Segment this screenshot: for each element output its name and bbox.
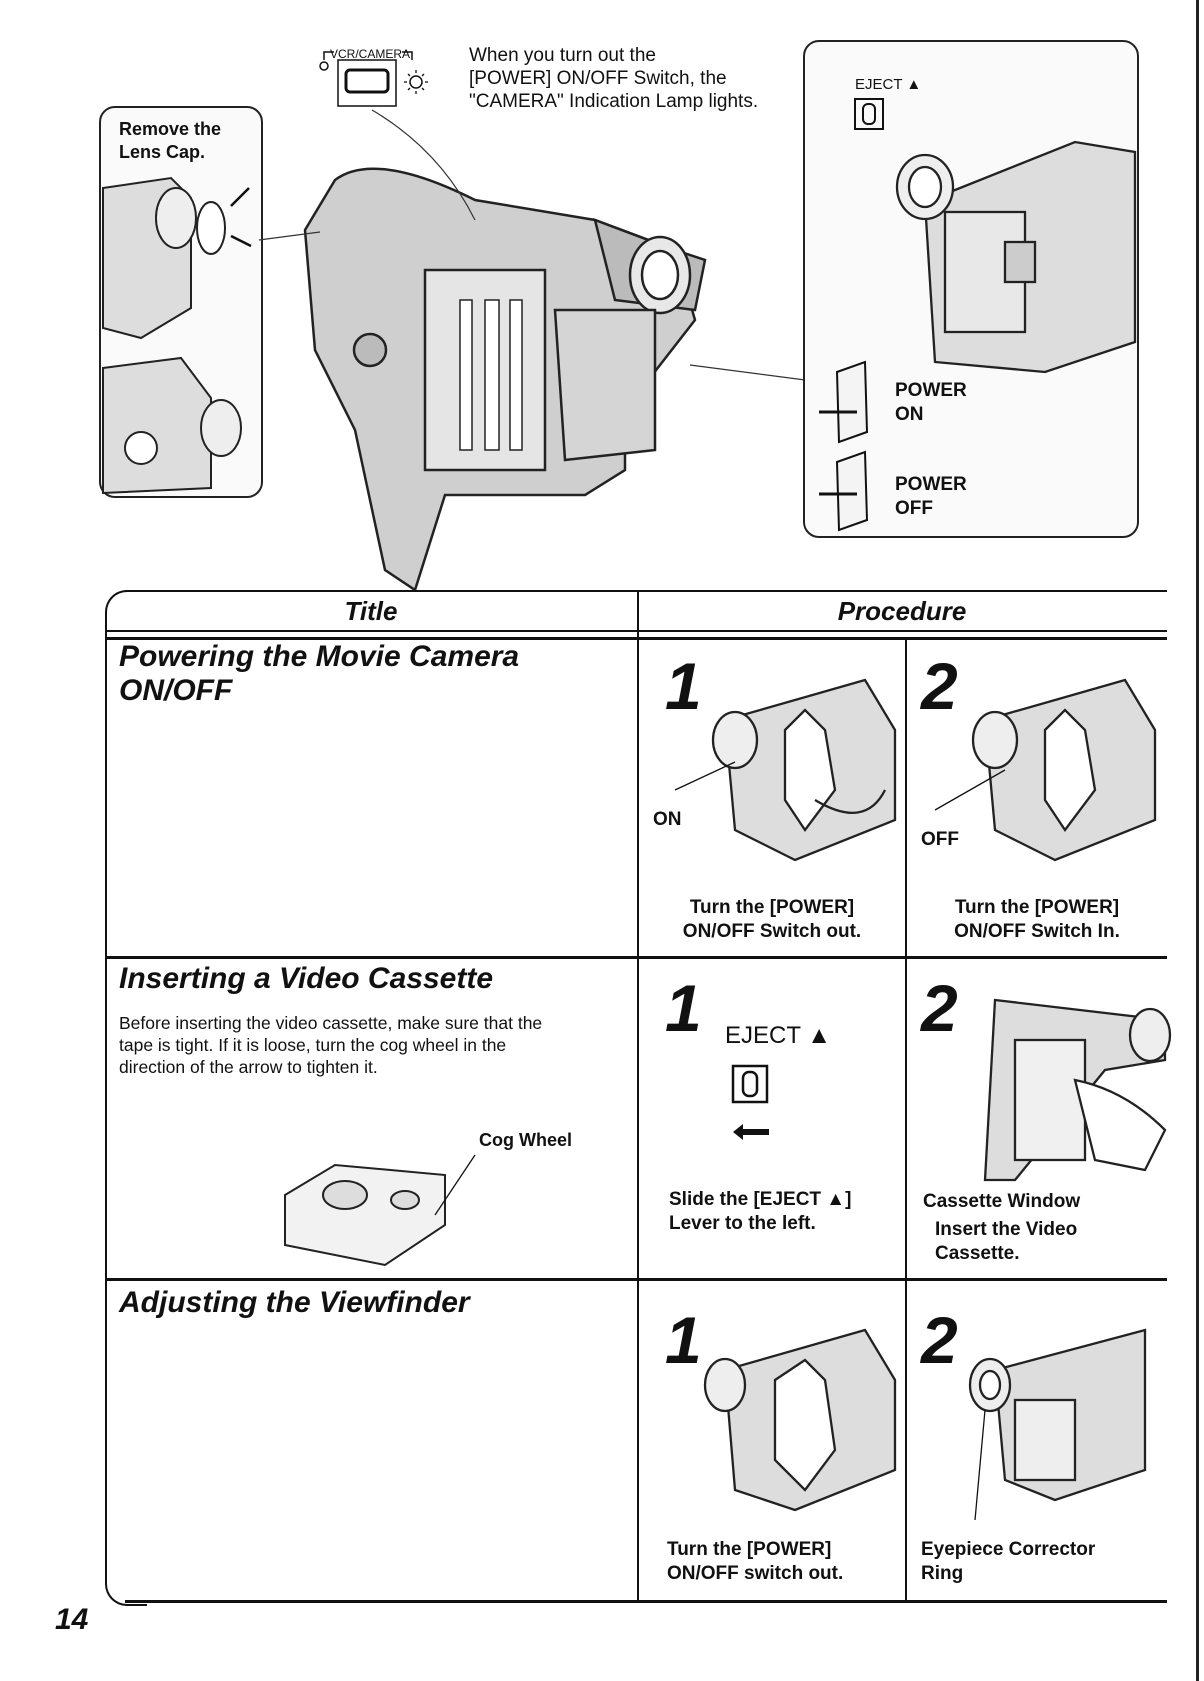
lamp-note: When you turn out the [POWER] ON/OFF Swi… [469, 45, 759, 112]
row2-description: Before inserting the video cassette, mak… [119, 1013, 543, 1077]
lens-cap-note: Remove the Lens Cap. [119, 119, 222, 162]
vcr-camera-indicator: VCR/CAMERA [316, 44, 428, 110]
row1-step1-label: ON [653, 809, 682, 830]
row2-step1-number: 1 [665, 971, 702, 1045]
row2-title: Inserting a Video Cassette [119, 962, 494, 995]
header-title: Title [344, 596, 398, 626]
row3-step1-illustration [703, 1328, 897, 1512]
row2-step2-label: Cassette Window [923, 1191, 1081, 1212]
row1-step2-number: 2 [921, 649, 958, 723]
row1-step2-caption: Turn the [POWER] ON/OFF Switch In. [954, 897, 1120, 942]
power-off-label: POWER OFF [895, 474, 967, 519]
row1-step2-illustration [934, 678, 1157, 862]
lens-cap-panel: Remove the Lens Cap. [99, 106, 263, 498]
eject-power-panel: EJECT ▲ POWER ON POWER OFF [803, 40, 1139, 538]
row2-step1-caption: Slide the [EJECT ▲] Lever to the left. [669, 1189, 852, 1234]
row2-step2-number: 2 [921, 971, 958, 1045]
row1-step1-caption: Turn the [POWER] ON/OFF Switch out. [682, 897, 862, 942]
eject-power-illustration [819, 98, 1137, 532]
row3-step2-number: 2 [921, 1303, 958, 1377]
row3-step2-illustration [968, 1328, 1147, 1521]
row3-step1-number: 1 [665, 1303, 702, 1377]
row3-step2-caption: Eyepiece Corrector Ring [921, 1539, 1096, 1584]
vcr-camera-label: VCR/CAMERA [330, 47, 411, 61]
row3-title: Adjusting the Viewfinder [119, 1286, 470, 1319]
table-left-border [105, 590, 147, 1606]
row2-step1-label: EJECT ▲ [725, 1022, 831, 1049]
row3-step1-caption: Turn the [POWER] ON/OFF switch out. [667, 1539, 844, 1584]
camcorder-main-illustration [303, 167, 707, 592]
row1-step2-label: OFF [921, 829, 959, 850]
page-number: 14 [55, 1603, 89, 1636]
row1-step1-number: 1 [665, 649, 702, 723]
indicator-lamp-icon [319, 51, 428, 107]
header-procedure: Procedure [837, 596, 967, 626]
video-cassette-illustration [284, 1154, 476, 1267]
scan-edge [1196, 0, 1199, 1681]
row1-step1-illustration [674, 678, 897, 862]
eject-label: EJECT ▲ [855, 76, 922, 93]
row1-title: Powering the Movie Camera ON/OFF [119, 640, 520, 707]
cog-wheel-label: Cog Wheel [479, 1130, 572, 1150]
row2-step2-caption: Insert the Video Cassette. [935, 1219, 1078, 1264]
procedure-table: Title Procedure Powering the Movie Camer… [105, 590, 1172, 1606]
power-on-label: POWER ON [895, 380, 967, 425]
lens-cap-illustration [102, 176, 252, 495]
eject-lever-icon [731, 1064, 769, 1140]
cassette-insert-illustration [983, 998, 1172, 1182]
